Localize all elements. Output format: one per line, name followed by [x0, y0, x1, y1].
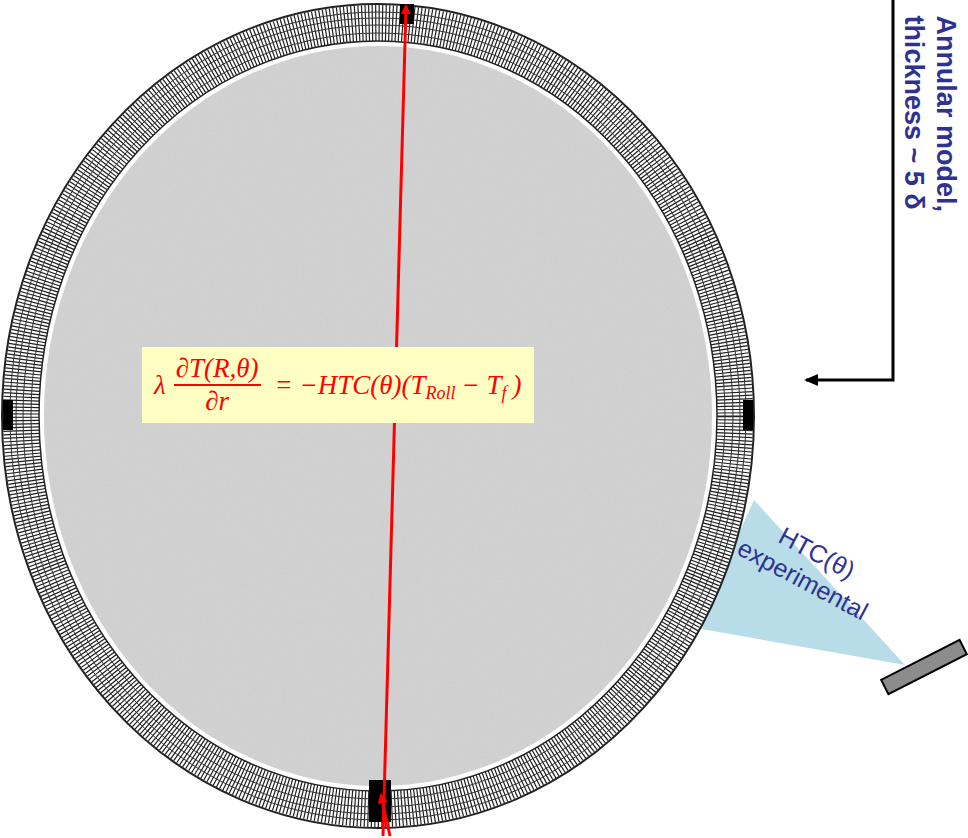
mesh-mark: [3, 400, 13, 430]
equation-part: − T: [462, 370, 502, 401]
equation-part: ∂r: [203, 386, 231, 417]
mesh-ring: [16, 18, 740, 814]
equation-part: = −HTC(θ)(T: [275, 370, 426, 401]
mesh-ring: [23, 25, 733, 807]
mesh-mark: [743, 400, 753, 430]
bracket-arrow: [806, 0, 893, 380]
mesh-ring: [31, 33, 725, 799]
roll-outer: [2, 4, 754, 828]
thermocouple-block: [369, 780, 391, 822]
equation-part: λ: [154, 370, 166, 401]
mesh-ring: [10, 12, 746, 820]
roll-core: [44, 46, 712, 786]
equation-part: f: [502, 383, 507, 404]
sensor: [881, 640, 967, 694]
annular-model-note: Annular model, thickness ~ 5 δ: [898, 15, 963, 285]
equation-box: λ ∂T(R,θ)∂r = −HTC(θ)(TRoll − Tf): [142, 347, 534, 423]
red-arrow: [381, 795, 390, 836]
mesh-inner: [39, 41, 717, 791]
equation-part: ): [513, 370, 522, 401]
equation-part: Roll: [426, 383, 456, 404]
equation-part: ∂T(R,θ): [174, 353, 261, 386]
annular-mesh: [21, 23, 735, 809]
fraction: ∂T(R,θ)∂r: [174, 353, 261, 417]
